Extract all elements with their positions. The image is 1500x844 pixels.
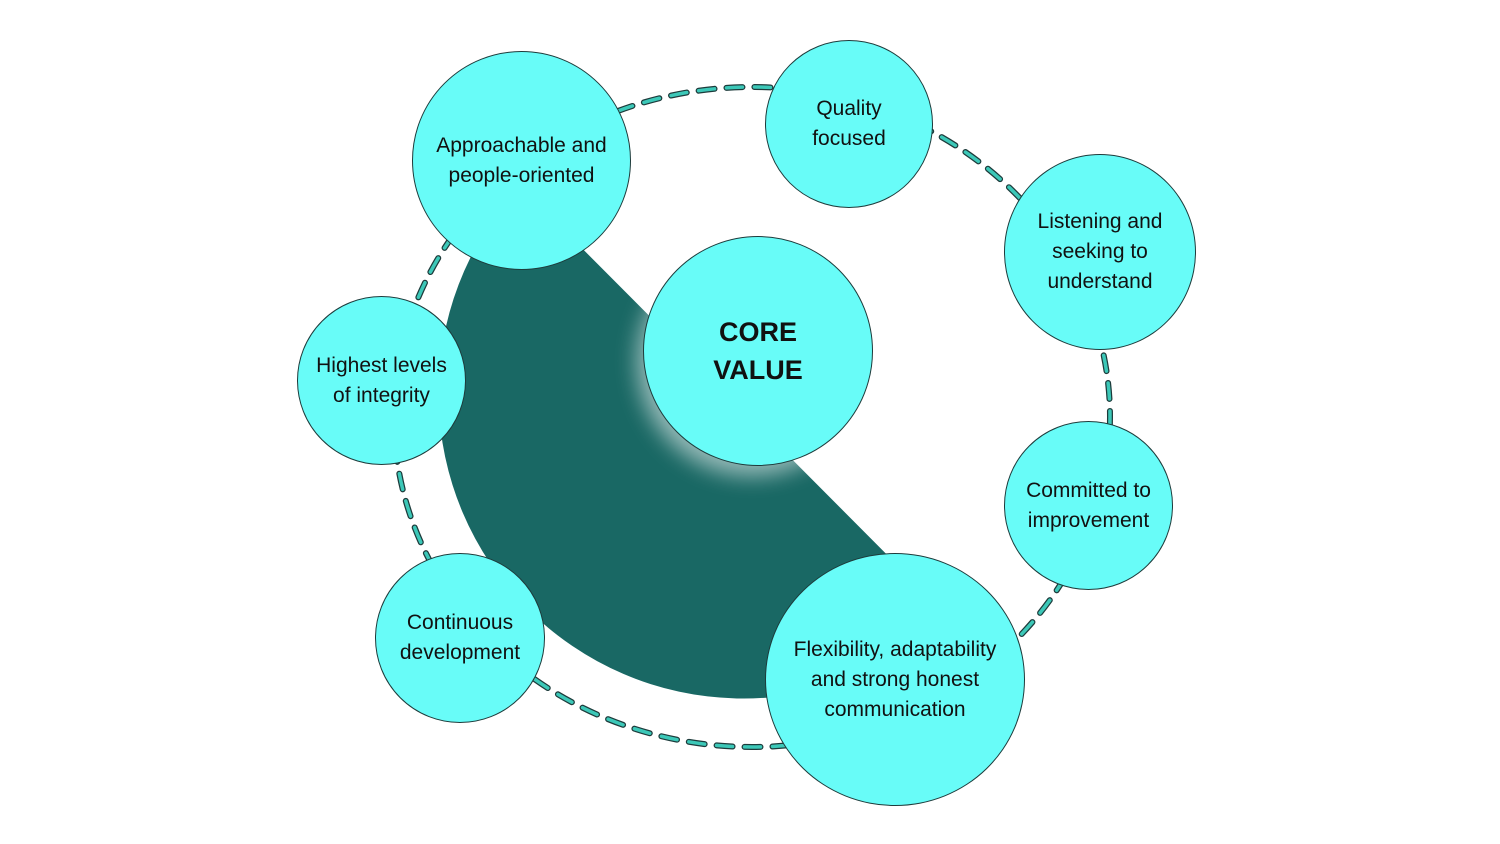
value-label: Quality focused (812, 97, 886, 150)
value-label: Flexibility, adaptability and strong hon… (793, 637, 997, 721)
value-label: Highest levels of integrity (316, 353, 447, 407)
core-value-label: CORE VALUE (713, 317, 803, 385)
value-continuous: Continuous development (375, 553, 545, 723)
value-listening: Listening and seeking to understand (1004, 154, 1196, 350)
value-committed: Committed to improvement (1004, 421, 1173, 590)
core-value-circle: CORE VALUE (643, 236, 873, 466)
value-label: Listening and seeking to understand (1037, 210, 1163, 293)
value-label: Continuous development (399, 611, 521, 664)
value-integrity: Highest levels of integrity (297, 296, 466, 465)
value-label: Committed to improvement (1026, 478, 1151, 532)
value-quality: Quality focused (765, 40, 933, 208)
value-label: Approachable and people-oriented (436, 133, 607, 187)
value-approachable: Approachable and people-oriented (412, 51, 631, 270)
value-flexibility: Flexibility, adaptability and strong hon… (765, 553, 1025, 806)
